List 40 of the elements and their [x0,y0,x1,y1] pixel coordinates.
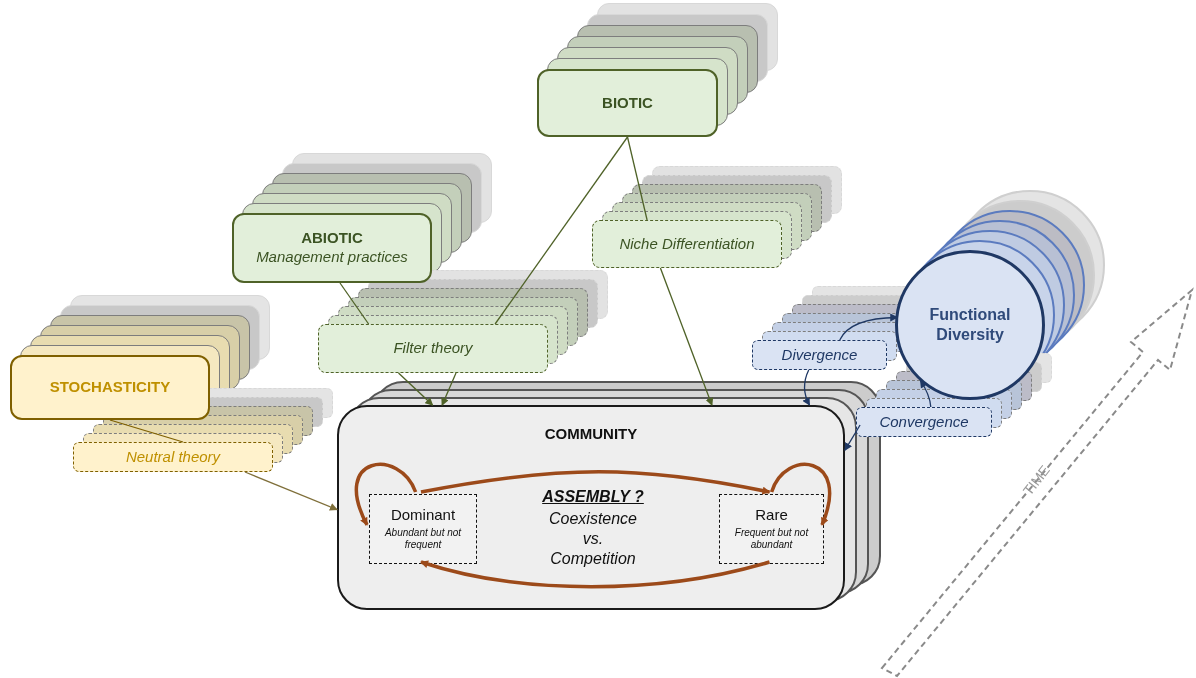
community-title: COMMUNITY [543,425,639,444]
arrow [354,462,418,526]
card-title: BIOTIC [602,93,653,113]
assembly-question: Coexistence vs. Competition [547,509,638,569]
process-card [752,340,887,370]
card-subtitle: Management practices [256,248,408,267]
arrow [802,369,811,406]
card-title: Filter theory [393,339,473,358]
card-title: STOCHASTICITY [49,378,171,397]
arrow [919,379,932,408]
arrow [839,313,899,341]
species-group: Dominant [390,506,456,525]
arrow [397,372,434,406]
species-box [369,494,477,564]
card-title: ABIOTIC [301,229,363,248]
card-title: Niche Differentiation [619,234,755,254]
factor-card [537,69,718,137]
theory-card [318,324,548,373]
species-box [719,494,824,564]
assembly-heading: ASSEMBLY ? [541,487,645,507]
species-group: Rare [755,506,788,525]
community-box [337,405,845,610]
factor-card [232,213,432,283]
factor-card [10,355,210,420]
arrow [659,267,714,406]
arrow [244,471,338,511]
card-title: Convergence [879,412,969,432]
card-title: Neutral theory [125,447,221,467]
arrow [441,372,457,406]
theory-card [73,442,273,472]
arrow [420,560,770,589]
arrow [770,462,832,526]
arrow [420,470,771,495]
circle-label: Functional Diversity [928,305,1012,345]
card-title: Divergence [781,345,858,365]
theory-card [592,220,782,268]
process-card [856,407,992,437]
species-description: Abundant but not frequent [383,526,463,552]
species-description: Frequent but not abundant [733,526,810,552]
arrow [844,424,861,451]
